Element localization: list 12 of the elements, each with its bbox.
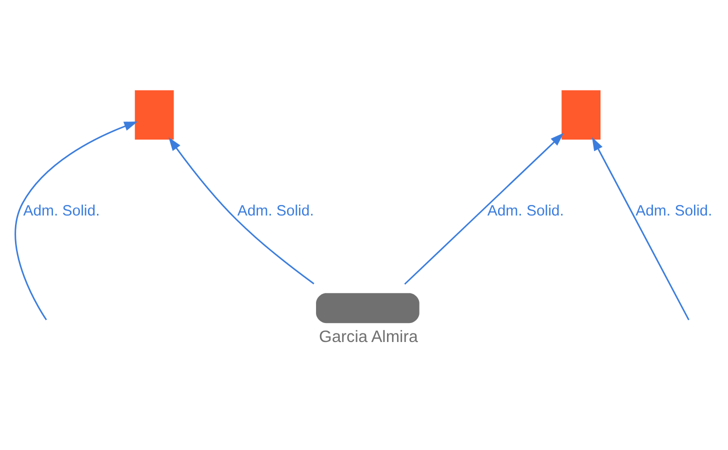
node-building <box>134 90 174 140</box>
node-label: Garcia Almira <box>319 328 418 346</box>
node-box <box>316 293 420 324</box>
node-building <box>562 90 601 140</box>
edge-label: Adm. Solid. <box>636 202 712 220</box>
arrow <box>168 137 314 284</box>
edge-label: Adm. Solid. <box>237 202 314 220</box>
arrow <box>592 137 690 320</box>
arrow <box>14 122 138 320</box>
edge-label: Adm. Solid. <box>23 202 100 220</box>
arrow <box>404 132 564 285</box>
edge-label: Adm. Solid. <box>487 202 564 220</box>
